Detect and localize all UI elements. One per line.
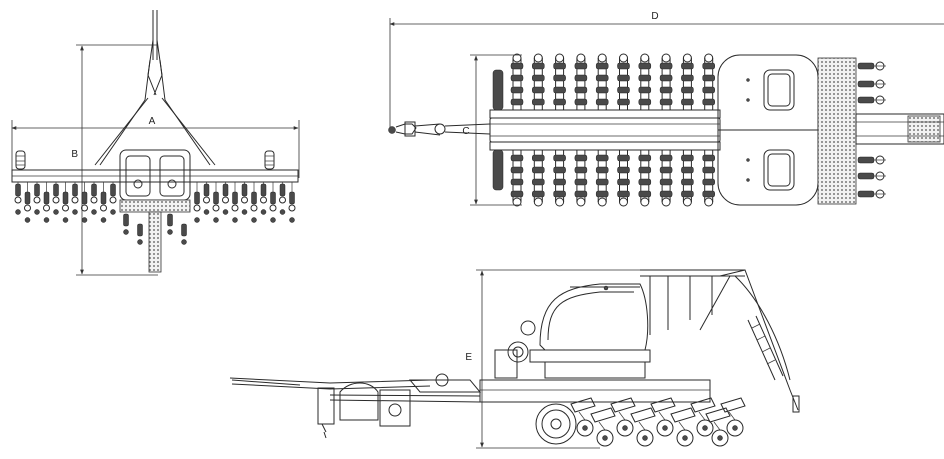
side-row-unit: [630, 407, 656, 447]
front-row-unit: [241, 182, 248, 215]
top-row-unit: [595, 53, 609, 110]
top-row-unit: [532, 53, 545, 110]
top-row-unit: [532, 150, 545, 207]
top-view: D C: [388, 11, 944, 207]
top-row-units-upper: [492, 53, 715, 111]
side-row-unit: [690, 397, 716, 437]
side-tongue: [229, 373, 482, 439]
top-row-unit: [492, 149, 504, 191]
front-row-unit: [100, 182, 107, 223]
front-row-unit: [288, 182, 296, 223]
front-row-unit: [33, 182, 41, 215]
front-row-unit: [269, 182, 277, 223]
top-right-wing: [855, 113, 944, 145]
top-row-unit: [617, 53, 630, 110]
front-hitch-tongue: [94, 10, 216, 166]
front-row-unit: [193, 182, 201, 223]
top-platform: [817, 57, 857, 205]
side-row-unit: [705, 407, 731, 447]
front-row-units: [14, 182, 296, 245]
front-row-unit: [167, 213, 173, 235]
top-row-unit: [857, 155, 886, 165]
top-hitch: [388, 121, 491, 137]
top-row-unit: [492, 69, 504, 111]
dimension-label-d: D: [651, 11, 658, 22]
front-row-unit: [52, 182, 60, 215]
top-row-unit: [638, 53, 652, 110]
front-transport-wheels: [15, 150, 275, 170]
side-gauge-wheel: [535, 403, 577, 445]
top-row-units-lower: [492, 149, 715, 207]
front-row-unit: [212, 182, 220, 223]
front-row-unit: [222, 182, 229, 215]
top-row-unit: [510, 53, 524, 110]
front-view: A B: [11, 10, 300, 276]
top-row-unit: [617, 150, 630, 207]
side-row-unit: [650, 397, 676, 437]
front-row-unit: [109, 182, 117, 215]
top-row-unit: [659, 150, 673, 207]
front-row-unit: [24, 182, 31, 223]
dimension-label-a: A: [149, 116, 156, 127]
top-row-unit: [702, 53, 715, 110]
top-tank: [717, 54, 819, 206]
front-row-unit: [62, 182, 69, 223]
dimension-label-e: E: [465, 352, 472, 363]
top-row-unit: [553, 150, 566, 207]
top-row-unit: [702, 150, 715, 207]
side-handrail: [640, 269, 800, 413]
front-center-ladder: [148, 211, 162, 273]
side-frame: [479, 379, 711, 403]
side-tank: [494, 283, 651, 379]
top-row-unit: [857, 189, 886, 199]
top-row-unit: [857, 171, 886, 181]
top-right-row-units: [857, 61, 886, 199]
front-row-unit: [279, 182, 286, 215]
front-row-unit: [90, 182, 98, 215]
top-row-unit: [857, 79, 886, 89]
front-row-unit: [250, 182, 258, 223]
side-ladder: [747, 315, 784, 381]
top-row-unit: [510, 150, 524, 207]
top-row-unit: [659, 53, 673, 110]
side-view: E: [229, 269, 800, 449]
front-row-unit: [81, 182, 88, 223]
top-row-unit: [553, 53, 566, 110]
front-row-unit: [123, 213, 129, 235]
front-row-unit: [71, 182, 79, 215]
front-row-unit: [14, 182, 22, 215]
side-row-unit: [720, 397, 746, 437]
front-row-unit: [43, 182, 50, 223]
side-row-units: [570, 397, 746, 447]
top-row-unit: [857, 95, 886, 105]
top-frame-spine: [489, 109, 721, 151]
dimension-label-b: B: [71, 149, 78, 160]
front-row-unit: [181, 223, 187, 245]
top-row-unit: [681, 53, 694, 110]
side-row-unit: [670, 407, 696, 447]
top-row-unit: [857, 61, 886, 71]
dimension-label-c: C: [462, 126, 469, 137]
top-row-unit: [681, 150, 694, 207]
top-row-unit: [595, 150, 609, 207]
top-row-unit: [574, 150, 588, 207]
side-row-unit: [570, 397, 596, 437]
front-row-unit: [137, 223, 143, 245]
side-row-unit: [610, 397, 636, 437]
front-row-unit: [260, 182, 267, 215]
front-row-unit: [231, 182, 239, 223]
top-row-unit: [574, 53, 588, 110]
side-row-unit: [590, 407, 616, 447]
front-row-unit: [203, 182, 210, 215]
top-row-unit: [638, 150, 652, 207]
front-center-tank: [119, 149, 191, 213]
